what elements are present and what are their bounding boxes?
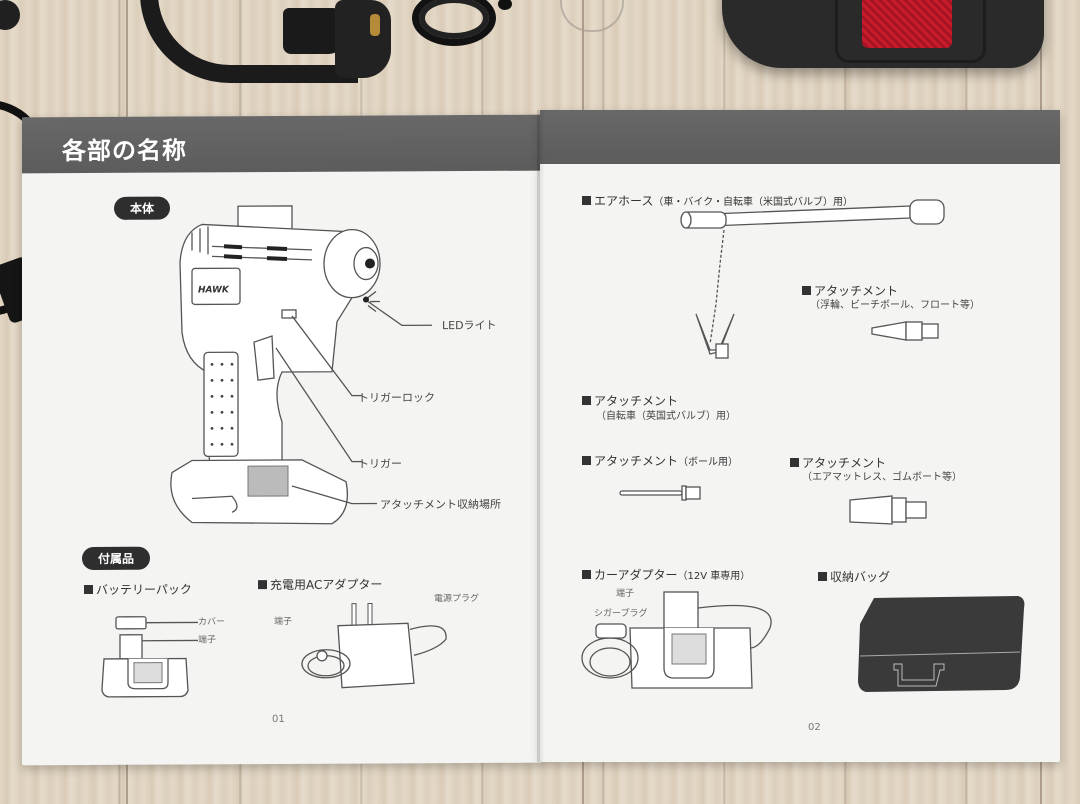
bullet-square-icon [802, 286, 811, 295]
pump-illustration: HAWK [170, 205, 381, 525]
attachment-ball-illustration [619, 485, 701, 501]
bullet-square-icon [582, 456, 591, 465]
manual-page-left: 各部の名称 本体 HAWK [22, 114, 542, 766]
trigger-label: トリガー [358, 457, 402, 471]
hose-brass-fitting [370, 14, 380, 36]
cigar-plug-label: シガープラグ [594, 609, 648, 619]
trigger-lock-label: トリガーロック [358, 391, 435, 405]
section-header-band [540, 110, 1060, 164]
cable-tip [498, 0, 512, 10]
storage-bag-illustration [858, 596, 1025, 692]
ac-adapter-heading: 充電用ACアダプター [258, 575, 382, 593]
accessories-tag: 付属品 [82, 546, 151, 571]
bullet-square-icon [582, 570, 591, 579]
car-terminal-label: 端子 [616, 589, 635, 599]
car-adapter-illustration [581, 591, 772, 689]
battery-pack-illustration [101, 616, 198, 698]
attachment-float-illustration [871, 321, 939, 341]
page-number-right: 02 [808, 722, 821, 733]
attachment-mattress-heading: アタッチメント [790, 454, 886, 471]
pump-grip-frame [835, 0, 986, 63]
battery-cover-label: カバー [198, 617, 226, 628]
air-hose-heading: エアホース（車・バイク・自転車（米国式バルブ）用） [582, 192, 853, 209]
coiled-cable [412, 0, 496, 46]
page-number-left: 01 [272, 713, 285, 726]
storage-bag-heading: 収納バッグ [818, 568, 890, 585]
attachment-float-heading: アタッチメント [802, 282, 898, 299]
ac-power-plug-label: 電源プラグ [434, 593, 480, 605]
attachment-mattress-illustration [849, 495, 927, 525]
bullet-square-icon [84, 584, 93, 595]
battery-terminal-label: 端子 [198, 635, 217, 646]
ac-terminal-label: 端子 [274, 616, 293, 628]
attachment-float-note: （浮輪、ビーチボール、フロート等） [810, 300, 980, 311]
attachment-bicycle-note: （自転車（英国式バルブ）用） [596, 411, 736, 422]
led-light-label: LEDライト [442, 318, 497, 333]
attachment-mattress-note: （エアマットレス、ゴムボート等） [802, 472, 962, 483]
bullet-square-icon [790, 458, 799, 467]
bullet-square-icon [582, 196, 591, 205]
bullet-square-icon [258, 580, 267, 590]
ac-adapter-illustration [301, 603, 447, 689]
manual-page-right: エアホース（車・バイク・自転車（米国式バルブ）用） アタッチメント （浮輪、ビー… [540, 110, 1060, 762]
hose-chuck [283, 8, 343, 54]
cable-object [0, 0, 20, 30]
instruction-manual: 各部の名称 本体 HAWK [22, 110, 1062, 770]
booklet-spine [537, 110, 545, 762]
svg-text:HAWK: HAWK [198, 285, 230, 295]
thin-wire [560, 0, 624, 32]
air-hose-illustration [680, 199, 945, 359]
attachment-ball-heading: アタッチメント（ボール用） [582, 452, 738, 469]
leader-lines [275, 301, 432, 505]
pump-red-grip [862, 0, 952, 48]
attachment-bicycle-heading: アタッチメント [582, 392, 678, 409]
car-adapter-heading: カーアダプター（12V 車専用） [582, 566, 750, 583]
bullet-square-icon [818, 572, 827, 581]
bullet-square-icon [582, 396, 591, 405]
hose-chuck-ring [335, 0, 391, 78]
attachment-storage-label: アタッチメント収納場所 [380, 497, 501, 512]
battery-pack-heading: バッテリーパック [84, 580, 192, 598]
